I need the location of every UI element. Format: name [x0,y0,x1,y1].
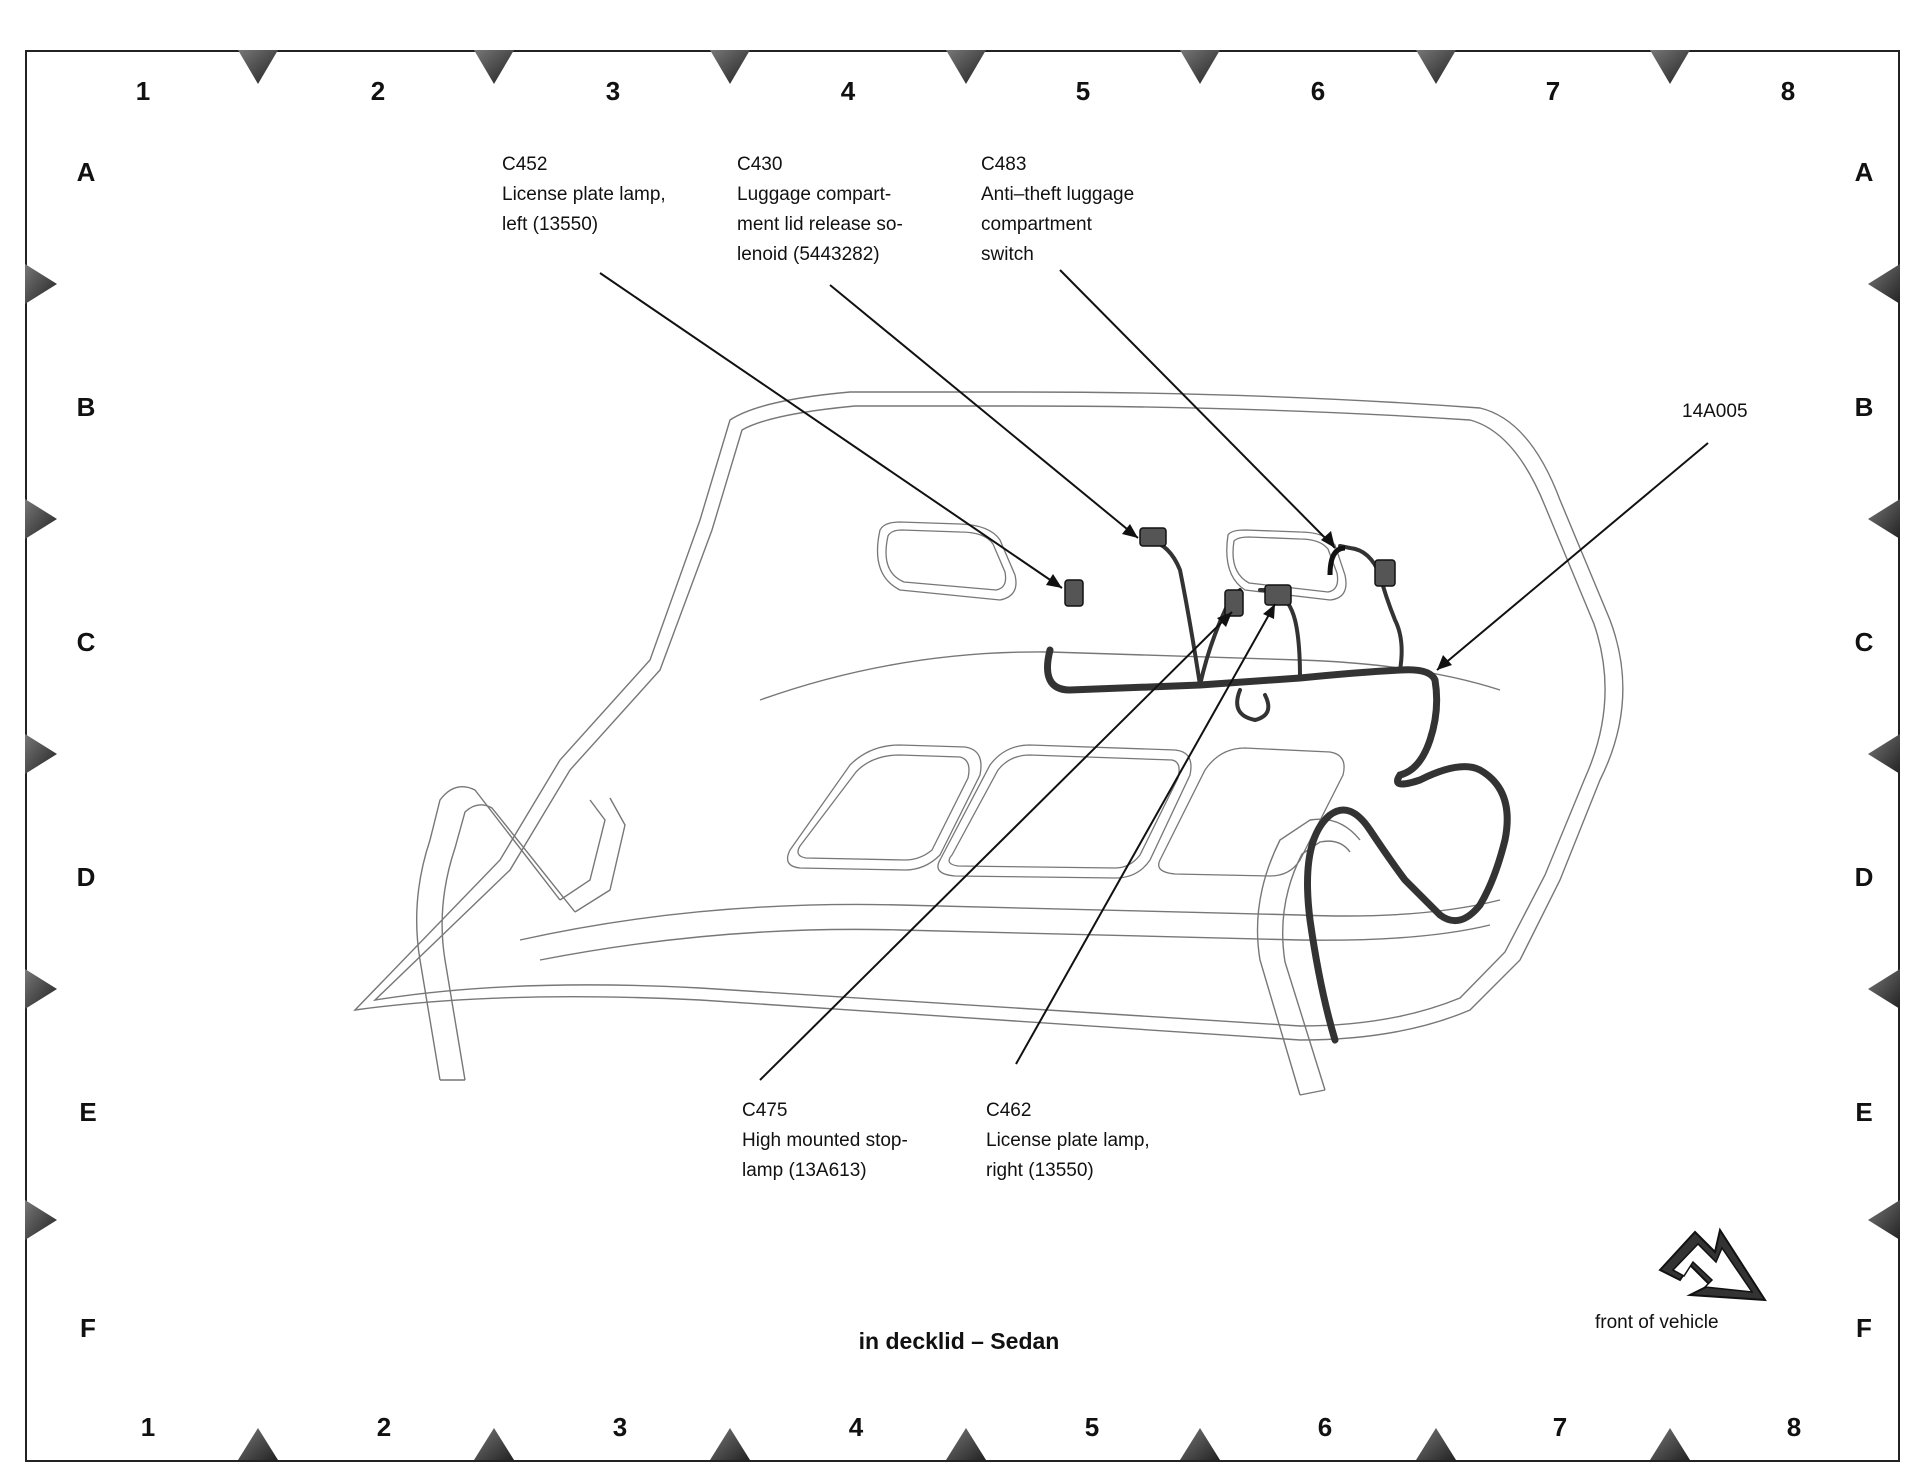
grid-markers-right [1868,264,1900,1240]
callout-c452-line-2: left (13550) [502,214,599,235]
grid-column-bottom-4: 4 [848,1412,864,1442]
grid-markers-bottom [238,1428,1690,1460]
callout-c452: C452 License plate lamp, left (13550) [502,150,666,240]
callout-c430-code: C430 [737,154,783,175]
grid-markers-top [238,50,1690,84]
grid-row-left-b: B [76,392,96,422]
callout-c483-line-2: compartment [981,214,1092,235]
decklid-panel [353,391,1624,1041]
grid-row-left-a: A [76,157,96,187]
callout-c483: C483 Anti–theft luggage compartment swit… [981,150,1134,270]
callout-c430-line-3: lenoid (5443282) [737,244,880,265]
callout-c430-line-2: ment lid release so- [737,214,903,235]
grid-column-top-2: 2 [370,76,386,106]
grid-row-right-b: B [1854,392,1874,422]
leader-arrowheads [1046,524,1452,670]
grid-column-top-6: 6 [1310,76,1326,106]
grid-column-top-3: 3 [605,76,621,106]
callout-c475-code: C475 [742,1100,788,1121]
callout-c430-line-1: Luggage compart- [737,184,892,205]
grid-row-right-d: D [1854,862,1874,892]
connector-c483-pigtail [1327,545,1346,576]
callout-c462: C462 License plate lamp, right (13550) [986,1096,1150,1186]
grid-row-left-d: D [76,862,96,892]
connector-c452 [1064,579,1084,607]
callout-c475: C475 High mounted stop- lamp (13A613) [742,1096,908,1186]
grid-row-right-e: E [1855,1097,1873,1127]
callout-c483-line-3: switch [981,244,1034,265]
callout-c462-line-1: License plate lamp, [986,1130,1150,1151]
callout-c475-line-2: lamp (13A613) [742,1160,867,1181]
grid-row-right-f: F [1856,1313,1872,1343]
connectors [1064,527,1396,617]
front-of-vehicle-label: front of vehicle [1595,1312,1719,1333]
callout-c475-line-1: High mounted stop- [742,1130,908,1151]
grid-column-bottom-6: 6 [1317,1412,1333,1442]
callout-c483-code: C483 [981,154,1027,175]
leader-c452 [599,272,1063,589]
front-arrow-icon [1658,1227,1767,1302]
grid-row-left-e: E [79,1097,97,1127]
callout-14a005-code: 14A005 [1682,401,1748,422]
diagram-caption: in decklid – Sedan [858,1328,1060,1354]
leader-lines [599,269,1709,1081]
grid-row-left-c: C [76,627,96,657]
leader-c483 [1059,269,1336,549]
grid-column-bottom-2: 2 [376,1412,392,1442]
grid-column-bottom-7: 7 [1552,1412,1568,1442]
grid-column-top-5: 5 [1075,76,1091,106]
wiring-harness [1044,538,1511,1044]
grid-row-right-c: C [1854,627,1874,657]
decklid-lower-openings [786,744,1345,879]
connector-c462 [1264,584,1292,606]
grid-column-bottom-3: 3 [612,1412,628,1442]
callout-c452-code: C452 [502,154,548,175]
leader-c462 [1015,603,1276,1065]
grid-column-bottom-5: 5 [1084,1412,1100,1442]
leader-14a005 [1436,442,1709,671]
leader-c475 [759,611,1233,1081]
connector-c430 [1139,527,1167,547]
grid-column-top-7: 7 [1545,76,1561,106]
grid-markers-left [25,264,57,1240]
grid-column-top-4: 4 [840,76,856,106]
callout-14a005: 14A005 [1682,397,1748,427]
grid-column-bottom-1: 1 [140,1412,156,1442]
leader-c430 [829,284,1139,539]
callout-c462-code: C462 [986,1100,1032,1121]
hinge-arm-left [415,786,626,1081]
callout-c430: C430 Luggage compart- ment lid release s… [737,150,903,270]
callout-c452-line-1: License plate lamp, [502,184,666,205]
grid-column-bottom-8: 8 [1786,1412,1802,1442]
callout-c483-line-1: Anti–theft luggage [981,184,1135,205]
grid-column-top-8: 8 [1780,76,1796,106]
grid-row-left-f: F [80,1313,96,1343]
callout-c462-line-2: right (13550) [986,1160,1094,1181]
connector-c475 [1224,589,1244,617]
grid-column-top-1: 1 [135,76,151,106]
grid-row-right-a: A [1854,157,1874,187]
connector-c483 [1374,559,1396,587]
hinge-arm-right [1256,818,1361,1096]
